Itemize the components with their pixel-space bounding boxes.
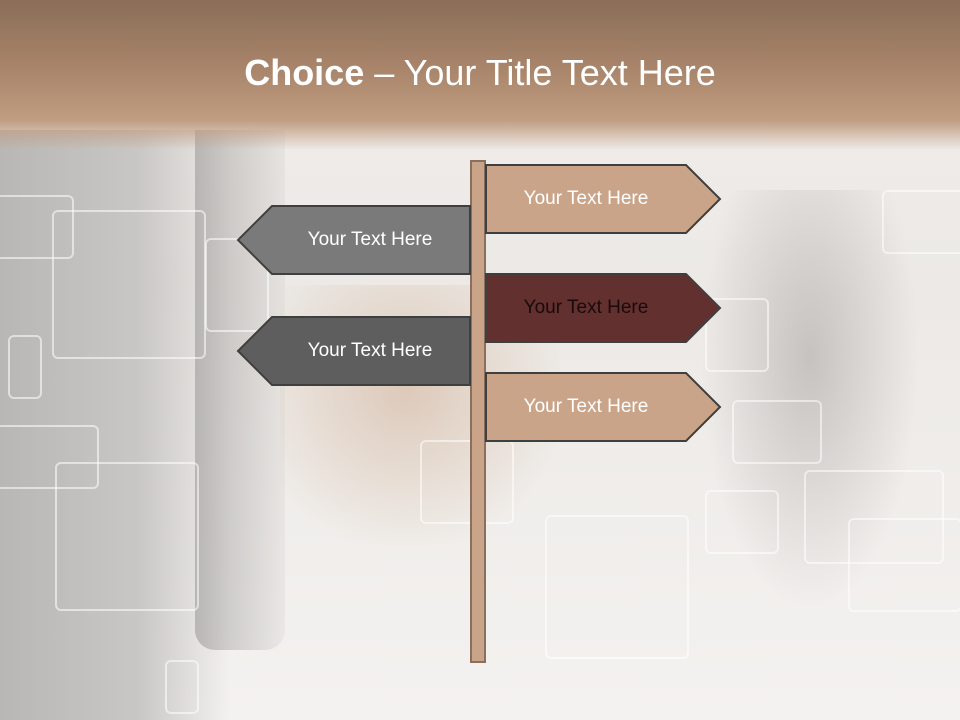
sign-left-2-label: Your Text Here (307, 340, 433, 361)
decor-square (55, 462, 199, 611)
slide-title: Choice – Your Title Text Here (0, 52, 960, 94)
sign-right-1 (485, 164, 722, 234)
decor-square (0, 425, 99, 489)
sign-right-3 (485, 372, 722, 442)
decor-square (705, 298, 769, 372)
decor-square (732, 400, 822, 464)
sign-right-1-label: Your Text Here (523, 188, 649, 209)
decor-square (420, 440, 514, 524)
sign-right-3-label: Your Text Here (523, 396, 649, 417)
sign-right-2-label: Your Text Here (523, 297, 649, 318)
decor-square (848, 518, 960, 612)
decor-square (804, 470, 944, 564)
decor-square (205, 238, 269, 332)
decor-square (545, 515, 689, 659)
decor-square (8, 335, 42, 399)
title-bold-word: Choice (244, 52, 365, 93)
decor-square (0, 195, 74, 259)
title-banner (0, 0, 960, 150)
sign-right-2 (485, 273, 722, 343)
sign-left-1 (236, 205, 471, 275)
decor-square (165, 660, 199, 714)
sign-left-2 (236, 316, 471, 386)
decor-square (705, 490, 779, 554)
title-rest: – Your Title Text Here (364, 52, 716, 93)
decor-square (882, 190, 960, 254)
sign-left-1-label: Your Text Here (307, 229, 433, 250)
